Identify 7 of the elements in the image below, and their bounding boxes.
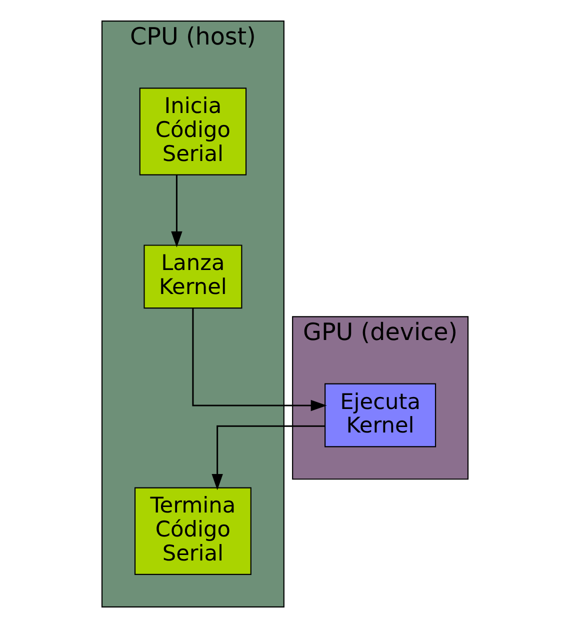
arrow: [211, 425, 324, 490]
arrow: [170, 175, 182, 248]
node-box: Inicia Código Serial: [138, 88, 246, 176]
node-box: Termina Código Serial: [134, 487, 251, 575]
node-box: Lanza Kernel: [143, 244, 242, 309]
node-box: Ejecuta Kernel: [324, 383, 436, 448]
arrow: [192, 308, 326, 412]
